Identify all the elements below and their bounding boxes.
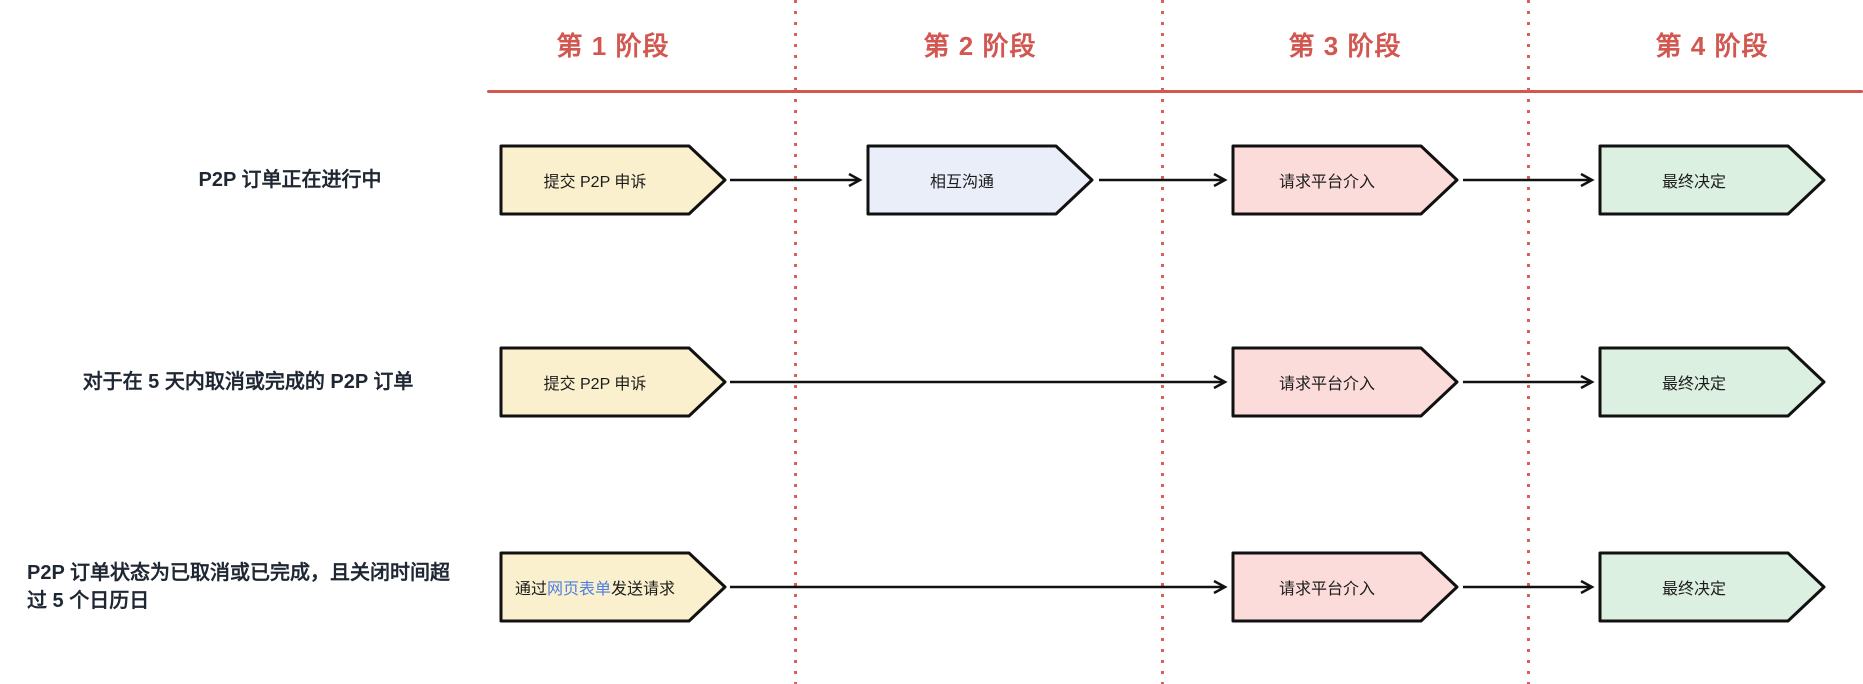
node-label: 通过网页表单发送请求 [498,550,692,624]
arrow-row3-step1-step3 [730,580,1228,594]
node-submit-appeal-row1: 提交 P2P 申诉 [498,143,728,217]
node-label-prefix: 通过 [514,581,547,598]
node-final-decision-row3: 最终决定 [1597,550,1827,624]
node-label: 最终决定 [1661,376,1726,393]
phase-3-header: 第 3 阶段 [1288,31,1402,61]
phase-1-header: 第 1 阶段 [556,31,670,61]
node-request-platform-row2: 请求平台介入 [1230,345,1460,419]
web-form-link[interactable]: 网页表单 [546,581,611,598]
arrow-row3-step3-step4 [1463,580,1595,594]
arrow-row2-step1-step3 [730,375,1228,389]
node-label: 提交 P2P 申诉 [543,174,647,191]
node-final-decision-row1: 最终决定 [1597,143,1827,217]
row-1-label: P2P 订单正在进行中 [198,169,382,191]
node-label: 请求平台介入 [1278,581,1375,598]
node-label: 相互沟通 [929,174,994,191]
phase-header-rule [487,90,1863,93]
row-2-label: 对于在 5 天内取消或完成的 P2P 订单 [82,371,414,393]
node-label: 请求平台介入 [1278,376,1375,393]
arrow-row1-step1-step2 [730,173,863,187]
node-label: 请求平台介入 [1278,174,1375,191]
node-label-suffix: 发送请求 [611,581,676,598]
node-final-decision-row2: 最终决定 [1597,345,1827,419]
row-3-label: P2P 订单状态为已取消或已完成，且关闭时间超过 5 个日历日 [27,562,450,612]
phase-4-header: 第 4 阶段 [1655,31,1769,61]
arrow-row1-step3-step4 [1463,173,1595,187]
arrow-row2-step3-step4 [1463,375,1595,389]
phase-divider-3 [1527,0,1530,684]
node-request-platform-row1: 请求平台介入 [1230,143,1460,217]
node-label: 提交 P2P 申诉 [543,376,647,393]
node-web-form-request-row3: 通过网页表单发送请求 [498,550,728,624]
node-request-platform-row3: 请求平台介入 [1230,550,1460,624]
phase-divider-1 [794,0,797,684]
node-label: 最终决定 [1661,581,1726,598]
node-mutual-communication-row1: 相互沟通 [865,143,1095,217]
arrow-row1-step2-step3 [1099,173,1228,187]
phase-2-header: 第 2 阶段 [923,31,1037,61]
node-submit-appeal-row2: 提交 P2P 申诉 [498,345,728,419]
phase-divider-2 [1161,0,1164,684]
node-label: 最终决定 [1661,174,1726,191]
